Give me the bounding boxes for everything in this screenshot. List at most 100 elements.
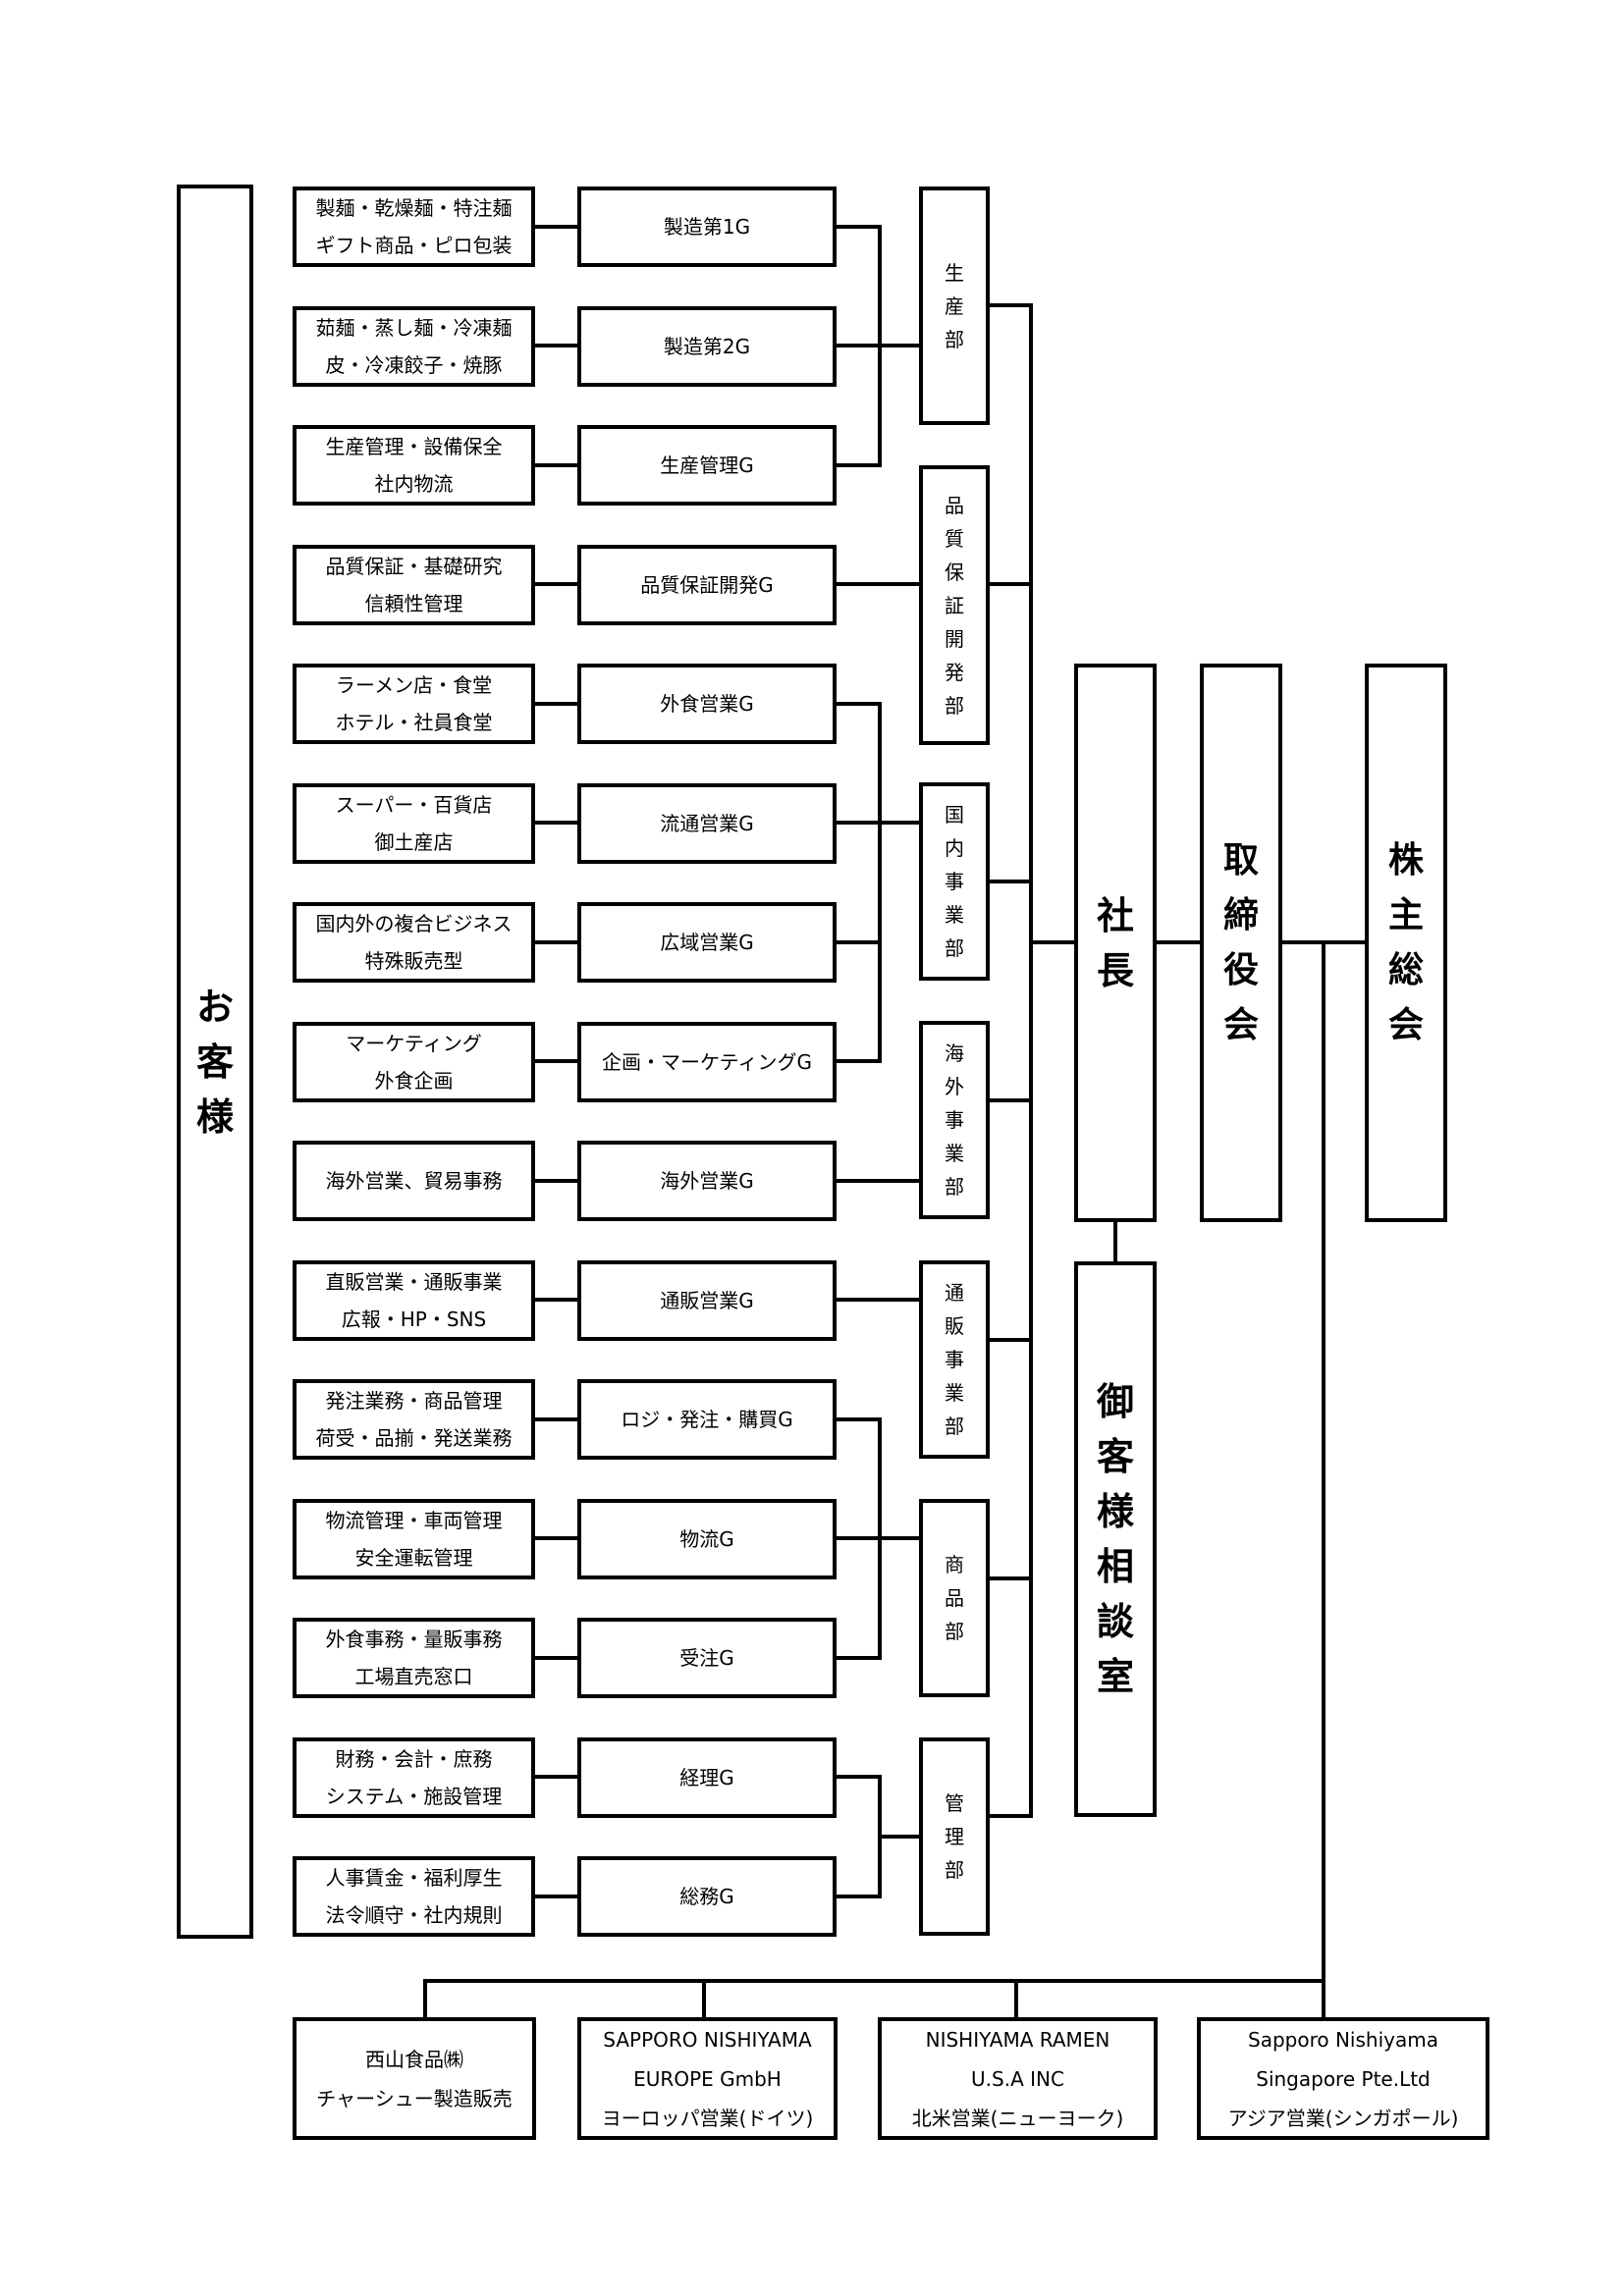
- description-box: 品質保証・基礎研究信頼性管理: [293, 545, 535, 625]
- dept-production: 生産部: [919, 187, 990, 425]
- group-box: 流通営業G: [577, 783, 837, 864]
- vertical-char: 証: [945, 593, 964, 617]
- vertical-char: 品: [945, 493, 964, 517]
- group-box: 企画・マーケティングG: [577, 1022, 837, 1102]
- group-box: 広域営業G: [577, 902, 837, 983]
- subsidiary-line: 西山食品㈱: [365, 2047, 463, 2071]
- vertical-char: 部: [945, 327, 964, 351]
- group-label: 企画・マーケティングG: [602, 1050, 812, 1074]
- subsidiary-box: SAPPORO NISHIYAMA EUROPE GmbH ヨーロッパ営業(ドイ…: [577, 2017, 838, 2140]
- vertical-char: 締: [1222, 894, 1259, 935]
- shareholders-box: 株主総会: [1365, 664, 1447, 1222]
- group-box: 製造第2G: [577, 306, 837, 387]
- subsidiary-box: 西山食品㈱ チャーシュー製造販売: [293, 2017, 536, 2140]
- description-line: 法令順守・社内規則: [325, 1903, 503, 1927]
- description-line: 御土産店: [374, 830, 454, 854]
- description-line: 財務・会計・庶務: [335, 1747, 493, 1771]
- dept-mailorder: 通販事業部: [919, 1260, 990, 1459]
- vertical-char: 内: [945, 836, 964, 860]
- dept-management: 管理部: [919, 1737, 990, 1936]
- vertical-char: 部: [945, 693, 964, 718]
- description-line: 人事賃金・福利厚生: [325, 1866, 503, 1890]
- description-box: 生産管理・設備保全社内物流: [293, 425, 535, 506]
- vertical-char: 管: [945, 1791, 964, 1815]
- vertical-char: 長: [1096, 948, 1134, 992]
- group-box: ロジ・発注・購買G: [577, 1379, 837, 1460]
- vertical-char: 生: [945, 260, 964, 285]
- subsidiary-box: Sapporo Nishiyama Singapore Pte.Ltd アジア営…: [1197, 2017, 1489, 2140]
- vertical-char: お: [195, 985, 234, 1029]
- group-label: 経理G: [679, 1766, 734, 1789]
- dept-overseas: 海外事業部: [919, 1021, 990, 1219]
- subsidiary-line: Sapporo Nishiyama: [1248, 2027, 1438, 2052]
- dept-label: 品質保証開発部: [945, 489, 964, 722]
- group-label: 総務G: [679, 1885, 734, 1908]
- dept-label: 海外事業部: [945, 1037, 964, 1203]
- vertical-char: 株: [1387, 839, 1424, 881]
- description-line: ギフト商品・ピロ包装: [315, 234, 513, 257]
- vertical-char: 理: [945, 1825, 964, 1848]
- description-line: 荷受・品揃・発送業務: [315, 1426, 513, 1450]
- description-box: スーパー・百貨店御土産店: [293, 783, 535, 864]
- description-box: 財務・会計・庶務システム・施設管理: [293, 1737, 535, 1818]
- subsidiary-line: EUROPE GmbH: [633, 2066, 782, 2091]
- vertical-char: 業: [945, 1381, 964, 1405]
- description-line: 信頼性管理: [364, 592, 463, 615]
- dept-label: 商品部: [945, 1548, 964, 1648]
- vertical-char: 様: [1096, 1490, 1134, 1533]
- vertical-char: 総: [1387, 949, 1424, 990]
- vertical-char: 通: [945, 1281, 964, 1305]
- description-line: 安全運転管理: [354, 1546, 473, 1570]
- group-label: 海外営業G: [660, 1169, 754, 1193]
- group-label: 製造第1G: [663, 215, 751, 239]
- vertical-char: 会: [1387, 1004, 1424, 1045]
- description-line: 工場直売窓口: [354, 1665, 473, 1688]
- group-box: 外食営業G: [577, 664, 837, 744]
- description-line: 広報・HP・SNS: [341, 1308, 487, 1331]
- description-line: スーパー・百貨店: [335, 793, 493, 817]
- description-box: マーケティング外食企画: [293, 1022, 535, 1102]
- group-box: 受注G: [577, 1618, 837, 1698]
- vertical-char: 保: [945, 560, 964, 584]
- description-line: 社内物流: [374, 472, 454, 496]
- dept-label: 生産部: [945, 256, 964, 356]
- customer-consultation-box: 御客様相談室: [1074, 1261, 1157, 1817]
- president-box: 社長: [1074, 664, 1157, 1222]
- description-box: 海外営業、貿易事務: [293, 1141, 535, 1221]
- group-label: 通販営業G: [660, 1289, 754, 1312]
- dept-domestic: 国内事業部: [919, 782, 990, 981]
- vertical-char: 相: [1096, 1545, 1134, 1588]
- vertical-char: 国: [945, 803, 964, 827]
- description-line: 直販営業・通販事業: [325, 1270, 503, 1294]
- vertical-char: 商: [945, 1553, 964, 1576]
- description-line: 海外営業、貿易事務: [325, 1169, 503, 1193]
- vertical-char: 品: [945, 1586, 964, 1610]
- vertical-char: 客: [1096, 1435, 1134, 1478]
- description-line: 国内外の複合ビジネス: [315, 912, 513, 935]
- description-line: ラーメン店・食堂: [335, 673, 493, 697]
- description-box: 人事賃金・福利厚生法令順守・社内規則: [293, 1856, 535, 1937]
- group-label: 生産管理G: [660, 454, 754, 477]
- description-box: 製麺・乾燥麺・特注麺ギフト商品・ピロ包装: [293, 187, 535, 267]
- vertical-char: 部: [945, 1620, 964, 1643]
- group-box: 通販営業G: [577, 1260, 837, 1341]
- group-label: 流通営業G: [660, 812, 754, 835]
- subsidiary-line: 北米営業(ニューヨーク): [911, 2106, 1124, 2130]
- vertical-char: 事: [945, 1348, 964, 1371]
- vertical-char: 質: [945, 526, 964, 551]
- group-label: 物流G: [679, 1527, 734, 1551]
- description-line: 発注業務・商品管理: [325, 1389, 503, 1413]
- vertical-char: 会: [1222, 1004, 1259, 1045]
- vertical-char: 社: [1096, 893, 1134, 937]
- vertical-char: 業: [945, 903, 964, 927]
- vertical-char: 事: [945, 1108, 964, 1132]
- group-box: 経理G: [577, 1737, 837, 1818]
- vertical-char: 主: [1387, 894, 1424, 935]
- group-label: 品質保証開発G: [640, 573, 774, 597]
- vertical-char: 取: [1222, 839, 1259, 881]
- customer-box: お客様: [177, 185, 253, 1939]
- group-box: 生産管理G: [577, 425, 837, 506]
- group-box: 製造第1G: [577, 187, 837, 267]
- customer-consultation-label: 御客様相談室: [1097, 1374, 1134, 1704]
